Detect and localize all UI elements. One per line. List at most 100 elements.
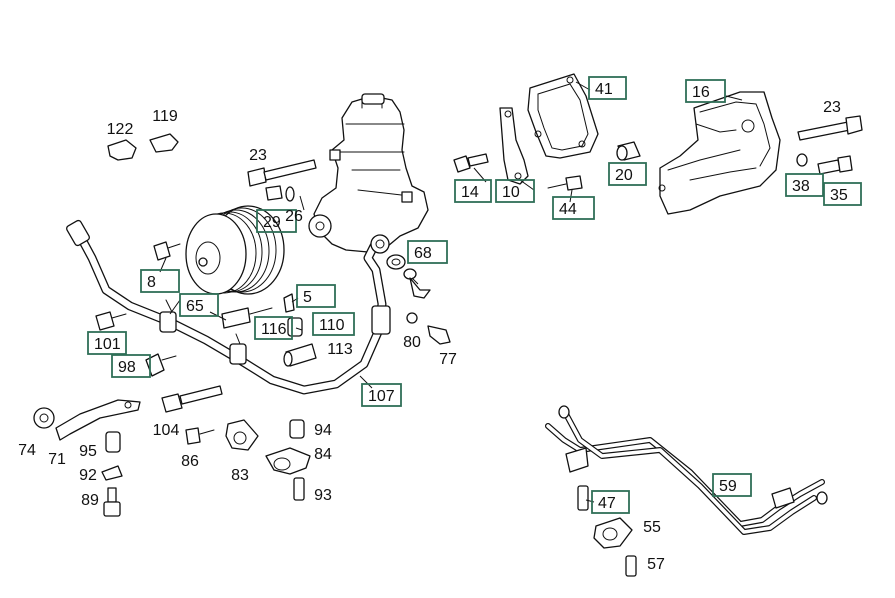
part-number-55: 55 bbox=[643, 519, 661, 536]
part-number-95: 95 bbox=[79, 443, 97, 460]
seal-68 bbox=[386, 254, 406, 270]
callout-10: 10 bbox=[495, 179, 535, 203]
long-bolt-left bbox=[247, 159, 317, 187]
gasket bbox=[527, 73, 599, 159]
callout-label: 38 bbox=[792, 178, 810, 195]
callout-8: 8 bbox=[140, 269, 180, 293]
banjo-bolt-65 bbox=[403, 268, 431, 299]
bolt-89 bbox=[103, 487, 121, 517]
part-number-94: 94 bbox=[314, 422, 332, 439]
cooler-pipe bbox=[545, 405, 828, 535]
part-number-80: 80 bbox=[403, 334, 421, 351]
clamp-83 bbox=[225, 419, 259, 451]
sleeve-95 bbox=[105, 431, 121, 453]
rubber-110 bbox=[283, 293, 295, 313]
bolt-86 bbox=[185, 427, 215, 445]
callout-98: 98 bbox=[111, 354, 151, 378]
clamp-55 bbox=[593, 517, 633, 549]
callout-label: 47 bbox=[598, 495, 616, 512]
part-number-104: 104 bbox=[153, 422, 180, 439]
sleeve bbox=[616, 141, 641, 161]
bolt-98 bbox=[95, 311, 127, 331]
part-number-93: 93 bbox=[314, 487, 332, 504]
part-number-74: 74 bbox=[18, 442, 36, 459]
bolt-53 bbox=[577, 485, 589, 511]
callout-41: 41 bbox=[588, 76, 627, 100]
callout-label: 10 bbox=[502, 184, 520, 201]
part-number-113: 113 bbox=[327, 341, 353, 358]
hose-clamps bbox=[159, 299, 247, 365]
callout-label: 14 bbox=[461, 184, 479, 201]
clamp-84 bbox=[265, 447, 311, 475]
callout-101: 101 bbox=[87, 331, 127, 355]
part-number-26: 26 bbox=[285, 208, 303, 225]
part-number-23: 23 bbox=[823, 99, 841, 116]
callout-label: 65 bbox=[186, 298, 204, 315]
callout-label: 29 bbox=[263, 214, 281, 231]
callout-label: 41 bbox=[595, 81, 613, 98]
mounting-bracket bbox=[658, 91, 781, 215]
part-number-83: 83 bbox=[231, 467, 249, 484]
bolt-77 bbox=[427, 325, 451, 345]
callout-label: 98 bbox=[118, 359, 136, 376]
callout-68: 68 bbox=[407, 240, 448, 264]
callout-59: 59 bbox=[712, 473, 752, 497]
bolt-104 bbox=[161, 385, 223, 413]
callout-20: 20 bbox=[608, 162, 647, 186]
callout-16: 16 bbox=[685, 79, 726, 103]
grommet-74 bbox=[33, 407, 55, 429]
callout-5: 5 bbox=[296, 284, 336, 308]
callout-label: 107 bbox=[368, 388, 395, 405]
part-number-89: 89 bbox=[81, 492, 99, 509]
clip-119 bbox=[149, 133, 179, 153]
clip-122 bbox=[107, 139, 137, 161]
spacer-113 bbox=[283, 343, 317, 367]
washer-80 bbox=[406, 312, 418, 324]
callout-label: 44 bbox=[559, 201, 577, 218]
bolt-44 bbox=[547, 175, 583, 191]
washer-38 bbox=[796, 153, 808, 167]
washers-29-26 bbox=[265, 185, 295, 202]
spacer-94 bbox=[289, 419, 305, 439]
power-steering-pump-body bbox=[308, 93, 429, 253]
bracket-71 bbox=[55, 399, 141, 441]
callout-107: 107 bbox=[361, 383, 402, 407]
callout-label: 59 bbox=[719, 478, 737, 495]
callout-label: 101 bbox=[94, 336, 121, 353]
bolt-57 bbox=[625, 555, 637, 577]
bracket bbox=[499, 107, 529, 185]
rubber-101 bbox=[287, 317, 303, 337]
callout-label: 110 bbox=[319, 317, 345, 334]
callout-14: 14 bbox=[454, 179, 492, 203]
clip-92 bbox=[101, 465, 123, 481]
bolt-8 bbox=[153, 241, 181, 261]
boxed-labels: 41 16 14 10 44 20 38 35 29 68 8 65 5 110 116 101 98 107 59… bbox=[87, 76, 862, 514]
callout-label: 116 bbox=[261, 321, 287, 338]
part-number-57: 57 bbox=[647, 556, 665, 573]
callout-44: 44 bbox=[552, 196, 595, 220]
bolt-14 bbox=[453, 153, 489, 173]
callout-38: 38 bbox=[785, 173, 824, 197]
long-bolt-right bbox=[797, 115, 863, 141]
callout-label: 20 bbox=[615, 167, 633, 184]
stud-5 bbox=[221, 307, 273, 329]
part-number-122: 122 bbox=[107, 121, 134, 138]
callout-110: 110 bbox=[312, 312, 355, 336]
callout-label: 8 bbox=[147, 274, 156, 291]
callout-label: 35 bbox=[830, 187, 848, 204]
part-number-92: 92 bbox=[79, 467, 97, 484]
callout-65: 65 bbox=[179, 293, 219, 317]
bolt-93 bbox=[293, 477, 305, 501]
callout-29: 29 bbox=[256, 209, 297, 233]
callout-label: 5 bbox=[303, 289, 312, 306]
callout-47: 47 bbox=[591, 490, 630, 514]
part-number-77: 77 bbox=[439, 351, 457, 368]
callout-35: 35 bbox=[823, 182, 862, 206]
callout-label: 68 bbox=[414, 245, 432, 262]
part-number-86: 86 bbox=[181, 453, 199, 470]
part-number-71: 71 bbox=[48, 451, 66, 468]
bolt-35 bbox=[817, 155, 853, 175]
